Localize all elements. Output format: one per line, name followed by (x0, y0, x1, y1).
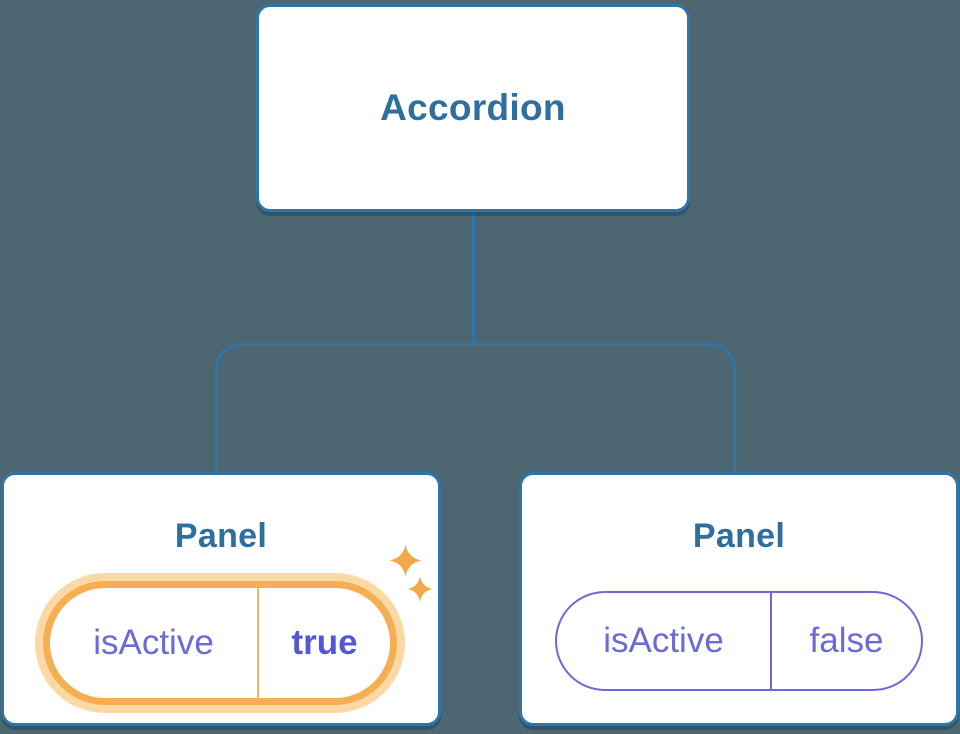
state-pill-active: isActive true (43, 581, 397, 705)
pill-divider (257, 588, 259, 698)
state-key-label: isActive (93, 623, 214, 662)
panel-node-active: Panel isActive true (1, 472, 441, 726)
state-value-label: false (809, 621, 884, 660)
pill-divider (770, 593, 772, 689)
panel-node-label: Panel (174, 517, 268, 555)
accordion-node-label: Accordion (380, 87, 566, 128)
panel-node-label: Panel (692, 517, 786, 555)
connector-branch-line (215, 343, 736, 473)
state-key-label: isActive (603, 621, 724, 660)
state-pill-inactive: isActive false (555, 591, 923, 691)
sparkle-icon (389, 544, 422, 577)
state-value-label: true (291, 623, 358, 662)
connector-stem-line (472, 210, 475, 346)
sparkle-icon (407, 576, 433, 602)
panel-node-inactive: Panel isActive false (519, 472, 959, 726)
accordion-node: Accordion (256, 4, 690, 212)
